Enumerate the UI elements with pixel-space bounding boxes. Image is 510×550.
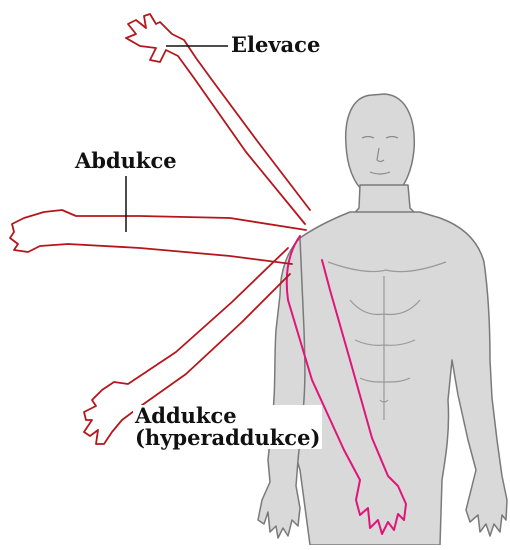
arm-positions (10, 14, 310, 444)
abduction-arm (10, 210, 306, 264)
label-abduction: Abdukce (75, 150, 177, 172)
torso-and-right-arm (282, 212, 507, 545)
label-elevation: Elevace (231, 34, 320, 56)
head (346, 94, 415, 199)
label-adduction-line2: (hyperaddukce) (135, 427, 320, 449)
human-figure (258, 94, 507, 545)
label-adduction-line1: Addukce (135, 405, 320, 427)
label-adduction: Addukce (hyperaddukce) (133, 405, 322, 449)
